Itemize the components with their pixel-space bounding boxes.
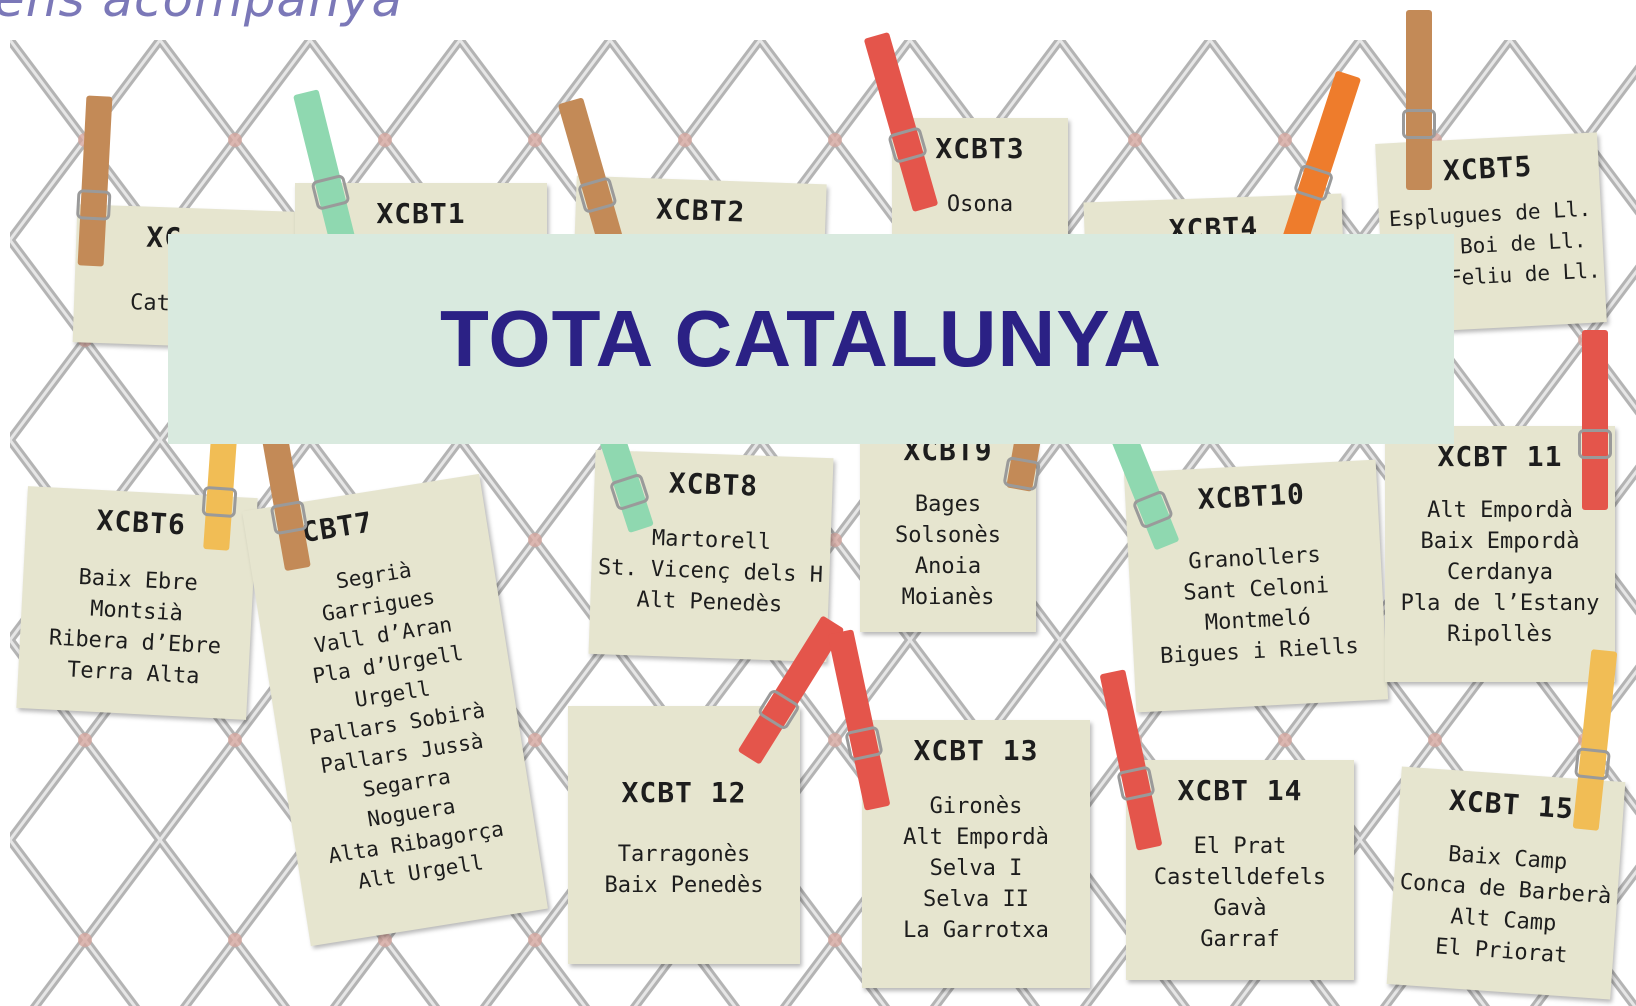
note-item: Garraf	[1200, 927, 1280, 952]
note-code: XCBT 14	[1177, 774, 1303, 807]
note-item: Solsonès	[895, 523, 1001, 548]
note-xcbt11: XCBT 11 Alt Empordà Baix Empordà Cerdany…	[1385, 426, 1615, 682]
note-item: El Prat	[1193, 834, 1287, 859]
note-xcbt14: XCBT 14 El Prat Castelldefels Gavà Garra…	[1126, 760, 1354, 980]
note-item: Osona	[946, 192, 1014, 217]
note-code: XCBT 13	[913, 734, 1039, 767]
banner-title: TOTA CATALUNYA	[439, 294, 1163, 383]
clothespin-icon	[1578, 330, 1612, 510]
note-item: Ripollès	[1447, 622, 1553, 647]
note-item: Pla de l’Estany	[1400, 591, 1600, 616]
note-item: Castelldefels	[1153, 865, 1327, 890]
note-code: XCBT 11	[1437, 440, 1563, 473]
note-item: Selva II	[923, 887, 1029, 912]
note-item: Baix Empordà	[1420, 529, 1580, 554]
note-item: Anoia	[914, 554, 982, 579]
note-xcbt13: XCBT 13 Gironès Alt Empordà Selva I Selv…	[862, 720, 1090, 988]
note-item: Gavà	[1213, 896, 1267, 921]
note-code: XCBT 12	[621, 776, 747, 809]
title-banner: TOTA CATALUNYA	[168, 234, 1454, 444]
note-xcbt9: XCBT9 Bages Solsonès Anoia Moianès	[860, 420, 1036, 632]
note-item: Gironès	[929, 794, 1023, 819]
note-item: Moianès	[901, 585, 995, 610]
note-item: Bages	[914, 492, 982, 517]
note-item: Tarragonès	[617, 842, 751, 867]
note-item: Alt Empordà	[1427, 498, 1573, 523]
note-item: Alt Empordà	[903, 825, 1049, 850]
clothespin-icon	[1402, 10, 1436, 190]
note-item: Cerdanya	[1447, 560, 1553, 585]
note-code: XCBT1	[376, 197, 466, 230]
note-item: La Garrotxa	[903, 918, 1049, 943]
note-item: Selva I	[929, 856, 1023, 881]
page-heading: ens acompanya	[0, 0, 403, 28]
note-code: XCBT3	[935, 132, 1025, 165]
note-item: Baix Penedès	[604, 873, 764, 898]
